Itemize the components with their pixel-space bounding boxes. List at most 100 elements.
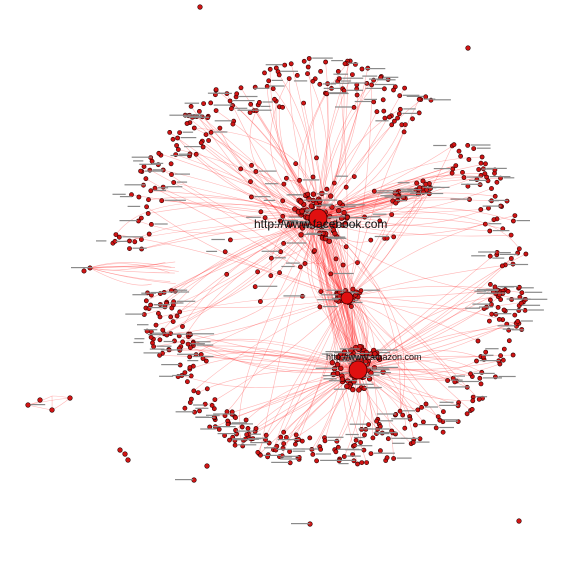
graph-node-east-band[interactable] <box>353 437 359 443</box>
graph-node-inner-scatter[interactable] <box>280 213 286 219</box>
graph-node-inner-scatter[interactable] <box>253 169 259 174</box>
graph-node-east-band[interactable] <box>498 353 503 359</box>
graph-node-inner-scatter[interactable] <box>343 244 349 250</box>
graph-node-inner-scatter[interactable] <box>227 237 233 243</box>
graph-node-north-band[interactable] <box>301 58 307 64</box>
graph-node-west-band[interactable] <box>200 144 206 150</box>
graph-node-north-band[interactable] <box>306 56 312 61</box>
graph-node-north-band[interactable] <box>386 114 392 120</box>
graph-node-west-band[interactable] <box>203 132 209 137</box>
graph-node-east-band[interactable] <box>391 456 396 461</box>
graph-node-east-band[interactable] <box>468 371 473 377</box>
graph-node-west-band[interactable] <box>234 91 240 97</box>
graph-node-northeast-band[interactable] <box>508 232 514 238</box>
graph-node-east-band[interactable] <box>483 349 489 355</box>
graph-node-mid-cluster[interactable] <box>348 303 354 309</box>
graph-node-east-band[interactable] <box>355 461 360 467</box>
graph-node-east-band[interactable] <box>358 440 363 445</box>
graph-node-northeast-band[interactable] <box>461 175 467 180</box>
graph-node-east-band[interactable] <box>501 346 507 352</box>
graph-node-north-band[interactable] <box>423 94 429 100</box>
graph-node-west-band[interactable] <box>148 221 154 227</box>
graph-node-inner-scatter[interactable] <box>280 198 286 204</box>
graph-node-west-band[interactable] <box>145 211 151 216</box>
graph-node-southwest-band[interactable] <box>187 354 193 360</box>
graph-node-north-band[interactable] <box>272 96 277 102</box>
graph-node-south-band[interactable] <box>182 405 188 411</box>
graph-node-north-band[interactable] <box>301 100 306 106</box>
graph-node-inner-scatter[interactable] <box>222 249 228 255</box>
graph-node-east-band[interactable] <box>477 375 483 381</box>
graph-node-south-band[interactable] <box>227 437 232 443</box>
graph-node-south-band[interactable] <box>233 415 238 421</box>
graph-node-northeast-band[interactable] <box>492 284 498 290</box>
graph-node-west-band[interactable] <box>144 204 149 210</box>
graph-node-north-band[interactable] <box>276 72 282 78</box>
graph-node-northeast-band[interactable] <box>522 307 528 313</box>
graph-node-isolated-node[interactable] <box>67 395 73 401</box>
graph-node-inner-scatter[interactable] <box>224 271 230 277</box>
graph-node-facebook-cluster[interactable] <box>298 199 304 205</box>
graph-node-north-band[interactable] <box>416 96 422 102</box>
graph-node-west-band[interactable] <box>127 238 132 244</box>
graph-node-facebook-cluster[interactable] <box>341 210 347 216</box>
graph-node-inner-scatter[interactable] <box>377 218 383 224</box>
graph-node-inner-scatter[interactable] <box>312 248 317 254</box>
graph-node-north-band[interactable] <box>323 59 328 65</box>
graph-node-inner-scatter[interactable] <box>297 264 303 270</box>
graph-node-south-band[interactable] <box>216 426 222 432</box>
graph-node-south-band[interactable] <box>263 432 269 438</box>
graph-node-west-band[interactable] <box>191 125 197 131</box>
graph-node-inner-scatter[interactable] <box>268 273 274 279</box>
graph-node-east-band[interactable] <box>440 409 446 415</box>
graph-node-north-band[interactable] <box>305 64 311 70</box>
graph-node-east-band[interactable] <box>470 398 476 404</box>
graph-node-isolated-node[interactable] <box>516 518 522 524</box>
graph-node-amazon-cluster[interactable] <box>361 385 367 391</box>
graph-node-east-cluster[interactable] <box>423 181 429 187</box>
graph-node-east-band[interactable] <box>384 455 390 461</box>
graph-node-northeast-band[interactable] <box>465 142 471 148</box>
graph-node-south-band[interactable] <box>239 424 245 430</box>
graph-node-isolated-node[interactable] <box>204 463 210 469</box>
graph-node-west-band[interactable] <box>138 168 143 174</box>
graph-node-west-band[interactable] <box>148 188 154 194</box>
graph-node-inner-scatter[interactable] <box>314 155 319 161</box>
graph-node-inner-scatter[interactable] <box>277 218 283 224</box>
graph-node-north-band[interactable] <box>381 108 387 114</box>
graph-node-west-band[interactable] <box>113 232 119 237</box>
graph-node-southwest-band[interactable] <box>153 322 159 328</box>
graph-node-southwest-band[interactable] <box>185 341 191 347</box>
graph-node-northeast-band[interactable] <box>478 160 484 166</box>
graph-node-facebook-cluster[interactable] <box>299 208 305 215</box>
graph-node-northeast-band[interactable] <box>474 177 480 182</box>
graph-node-east-band[interactable] <box>445 378 450 383</box>
graph-node-southwest-band[interactable] <box>182 370 188 375</box>
graph-node-east-band[interactable] <box>519 290 525 296</box>
graph-node-west-band[interactable] <box>227 98 233 104</box>
graph-node-east-band[interactable] <box>518 300 524 306</box>
graph-node-amazon-cluster[interactable] <box>329 359 335 366</box>
graph-node-west-band[interactable] <box>160 184 166 190</box>
graph-node-east-band[interactable] <box>368 451 374 456</box>
graph-node-east-band[interactable] <box>362 432 367 438</box>
graph-node-east-band[interactable] <box>402 425 408 431</box>
graph-node-west-band[interactable] <box>174 143 179 148</box>
graph-node-east-band[interactable] <box>476 396 482 402</box>
graph-node-southwest-band[interactable] <box>157 314 163 320</box>
graph-node-north-band[interactable] <box>342 61 348 67</box>
graph-node-northeast-band[interactable] <box>491 217 497 223</box>
graph-node-east-band[interactable] <box>359 460 365 465</box>
graph-node-west-band[interactable] <box>169 172 174 177</box>
graph-node-amazon-cluster[interactable] <box>339 376 346 382</box>
graph-node-east-band[interactable] <box>352 442 358 448</box>
graph-node-inner-scatter[interactable] <box>297 177 302 183</box>
graph-node-west-band[interactable] <box>188 104 194 109</box>
graph-node-inner-scatter[interactable] <box>343 184 349 190</box>
graph-node-northeast-band[interactable] <box>487 281 493 287</box>
graph-node-southwest-band[interactable] <box>184 379 190 385</box>
graph-node-northeast-band[interactable] <box>460 169 465 175</box>
graph-node-north-band[interactable] <box>416 110 422 116</box>
graph-node-northeast-band[interactable] <box>471 146 477 151</box>
graph-node-south-band[interactable] <box>245 425 251 431</box>
